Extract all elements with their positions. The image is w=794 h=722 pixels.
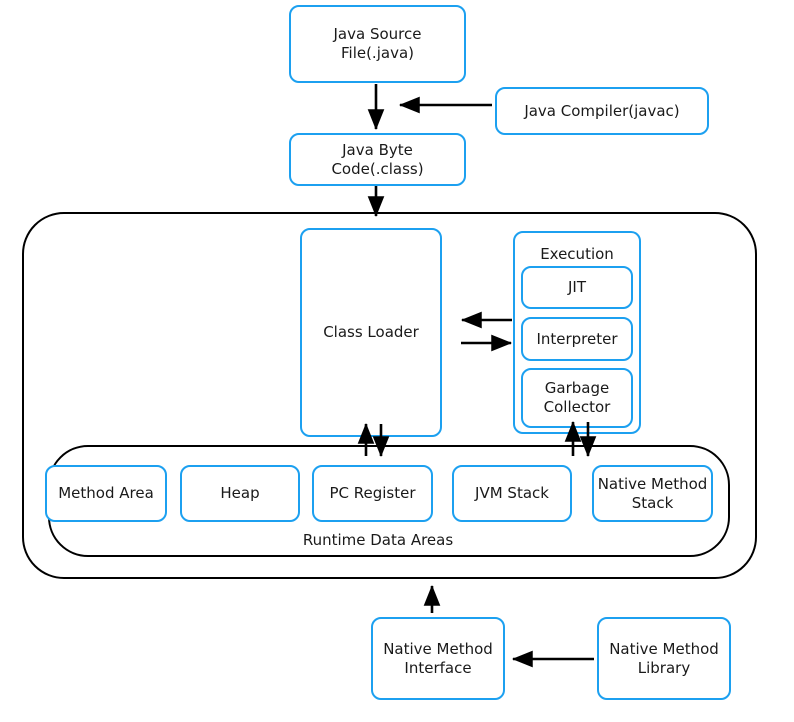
node-class-loader[interactable]: Class Loader — [300, 228, 442, 437]
node-pc-register[interactable]: PC Register — [312, 465, 433, 522]
node-heap[interactable]: Heap — [180, 465, 300, 522]
node-native-method-library[interactable]: Native Method Library — [597, 617, 731, 700]
node-method-area[interactable]: Method Area — [45, 465, 167, 522]
node-garbage-collector[interactable]: Garbage Collector — [521, 368, 633, 428]
node-java-source-file[interactable]: Java Source File(.java) — [289, 5, 466, 83]
execution-title-label: Execution — [540, 245, 614, 263]
node-native-method-stack[interactable]: Native Method Stack — [592, 465, 713, 522]
node-jvm-stack[interactable]: JVM Stack — [452, 465, 572, 522]
node-jit[interactable]: JIT — [521, 266, 633, 309]
node-java-compiler[interactable]: Java Compiler(javac) — [495, 87, 709, 135]
runtime-data-areas-label: Runtime Data Areas — [302, 531, 454, 549]
node-interpreter[interactable]: Interpreter — [521, 317, 633, 361]
node-native-method-interface[interactable]: Native Method Interface — [371, 617, 505, 700]
jvm-outer-container — [22, 212, 757, 579]
node-java-byte-code[interactable]: Java Byte Code(.class) — [289, 133, 466, 186]
